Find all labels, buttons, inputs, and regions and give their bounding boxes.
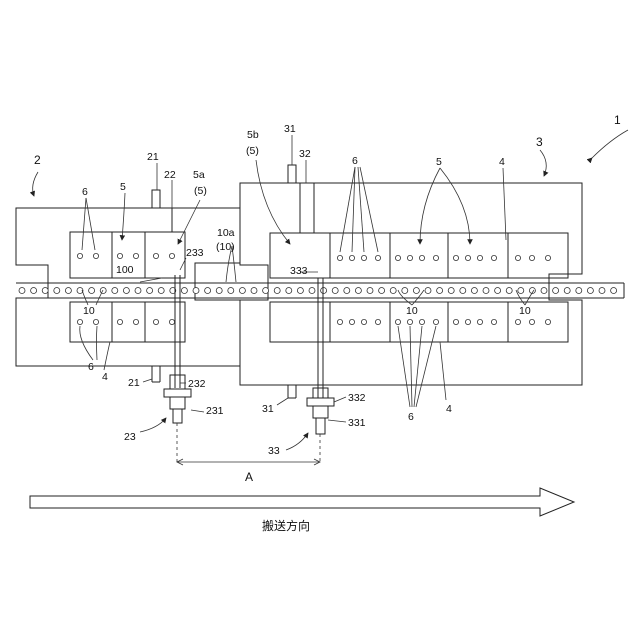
conveyor-roller: [541, 288, 547, 294]
conveyor-roller: [321, 288, 327, 294]
label-231: 231: [206, 405, 224, 417]
conveyor-roller: [297, 288, 303, 294]
conveyor-roller: [205, 288, 211, 294]
label-1: 1: [614, 113, 621, 127]
conveyor-roller: [611, 288, 617, 294]
label-33: 33: [268, 445, 280, 457]
conveyor-roller: [274, 288, 280, 294]
label-3: 3: [536, 135, 543, 149]
conveyor-roller: [251, 288, 257, 294]
conveyor-roller: [216, 288, 222, 294]
conveyor-roller: [355, 288, 361, 294]
label-6-bottom-left: 6: [88, 361, 94, 373]
label-4-top-right: 4: [499, 156, 505, 168]
label-5-top-right: 5: [436, 156, 442, 168]
conveyor-roller: [123, 288, 129, 294]
conveyor-roller: [193, 288, 199, 294]
conveyor-roller: [495, 288, 501, 294]
label-333: 333: [290, 265, 308, 277]
label-2: 2: [34, 153, 41, 167]
label-23: 23: [124, 431, 136, 443]
label-21-top: 21: [147, 151, 159, 163]
conveyor-roller: [239, 288, 245, 294]
conveyor-roller: [390, 288, 396, 294]
label-6-bottom-right: 6: [408, 411, 414, 423]
label-6-top-right: 6: [352, 155, 358, 167]
conveyor-roller: [112, 288, 118, 294]
label-5a: 5a: [193, 169, 205, 181]
conveyor-roller: [471, 288, 477, 294]
conveyor-roller: [379, 288, 385, 294]
conveyor-roller: [587, 288, 593, 294]
conveyor-roller: [518, 288, 524, 294]
conveyor-roller: [448, 288, 454, 294]
transport-direction-caption: 搬送方向: [262, 518, 310, 533]
label-22: 22: [164, 169, 176, 181]
conveyor-roller: [309, 288, 315, 294]
conveyor-roller: [483, 288, 489, 294]
conveyor-roller: [31, 288, 37, 294]
conveyor-roller: [402, 288, 408, 294]
conveyor-roller: [263, 288, 269, 294]
label-32: 32: [299, 148, 311, 160]
partition-walls: [112, 232, 508, 342]
conveyor-roller: [228, 288, 234, 294]
label-4-bottom-left: 4: [102, 371, 108, 383]
label-10a-paren: (10): [216, 241, 235, 253]
label-332: 332: [348, 392, 366, 404]
conveyor-roller: [460, 288, 466, 294]
label-31-top: 31: [284, 123, 296, 135]
label-5a-paren: (5): [194, 185, 207, 197]
conveyor-roller: [135, 288, 141, 294]
label-10a: 10a: [217, 227, 235, 239]
label-10-mid: 10: [406, 305, 418, 317]
conveyor-roller: [42, 288, 48, 294]
leader-lines: [33, 130, 628, 450]
conveyor-roller: [54, 288, 60, 294]
conveyor-roller: [367, 288, 373, 294]
conveyor-roller: [89, 288, 95, 294]
label-dim-a: A: [245, 470, 253, 484]
label-6-top-left: 6: [82, 186, 88, 198]
transport-direction-arrow: [30, 488, 574, 516]
conveyor-roller: [413, 288, 419, 294]
label-232: 232: [188, 378, 206, 390]
label-4-bottom-right: 4: [446, 403, 452, 415]
pipes: [152, 165, 314, 398]
conveyor-roller: [286, 288, 292, 294]
conveyor-roller: [65, 288, 71, 294]
conveyor-roller: [564, 288, 570, 294]
chamber-right-upper: [270, 233, 568, 278]
conveyor-roller: [181, 288, 187, 294]
conveyor-roller: [576, 288, 582, 294]
conveyor-roller: [100, 288, 106, 294]
conveyor-roller: [425, 288, 431, 294]
conveyor-roller: [147, 288, 153, 294]
conveyor-roller: [437, 288, 443, 294]
label-5b: 5b: [247, 129, 259, 141]
conveyor-roller: [332, 288, 338, 294]
label-10-left: 10: [83, 305, 95, 317]
conveyor-roller: [506, 288, 512, 294]
label-31-bottom: 31: [262, 403, 274, 415]
conveyor-roller: [553, 288, 559, 294]
conveyor-roller: [344, 288, 350, 294]
label-100: 100: [116, 264, 134, 276]
conveyor-roller: [19, 288, 25, 294]
conveyor-roller: [599, 288, 605, 294]
conveyor-roller: [158, 288, 164, 294]
label-233: 233: [186, 247, 204, 259]
label-10-right: 10: [519, 305, 531, 317]
label-5b-paren: (5): [246, 145, 259, 157]
label-331: 331: [348, 417, 366, 429]
label-21-bottom: 21: [128, 377, 140, 389]
label-5-left: 5: [120, 181, 126, 193]
thermocouple-left: [164, 275, 191, 462]
